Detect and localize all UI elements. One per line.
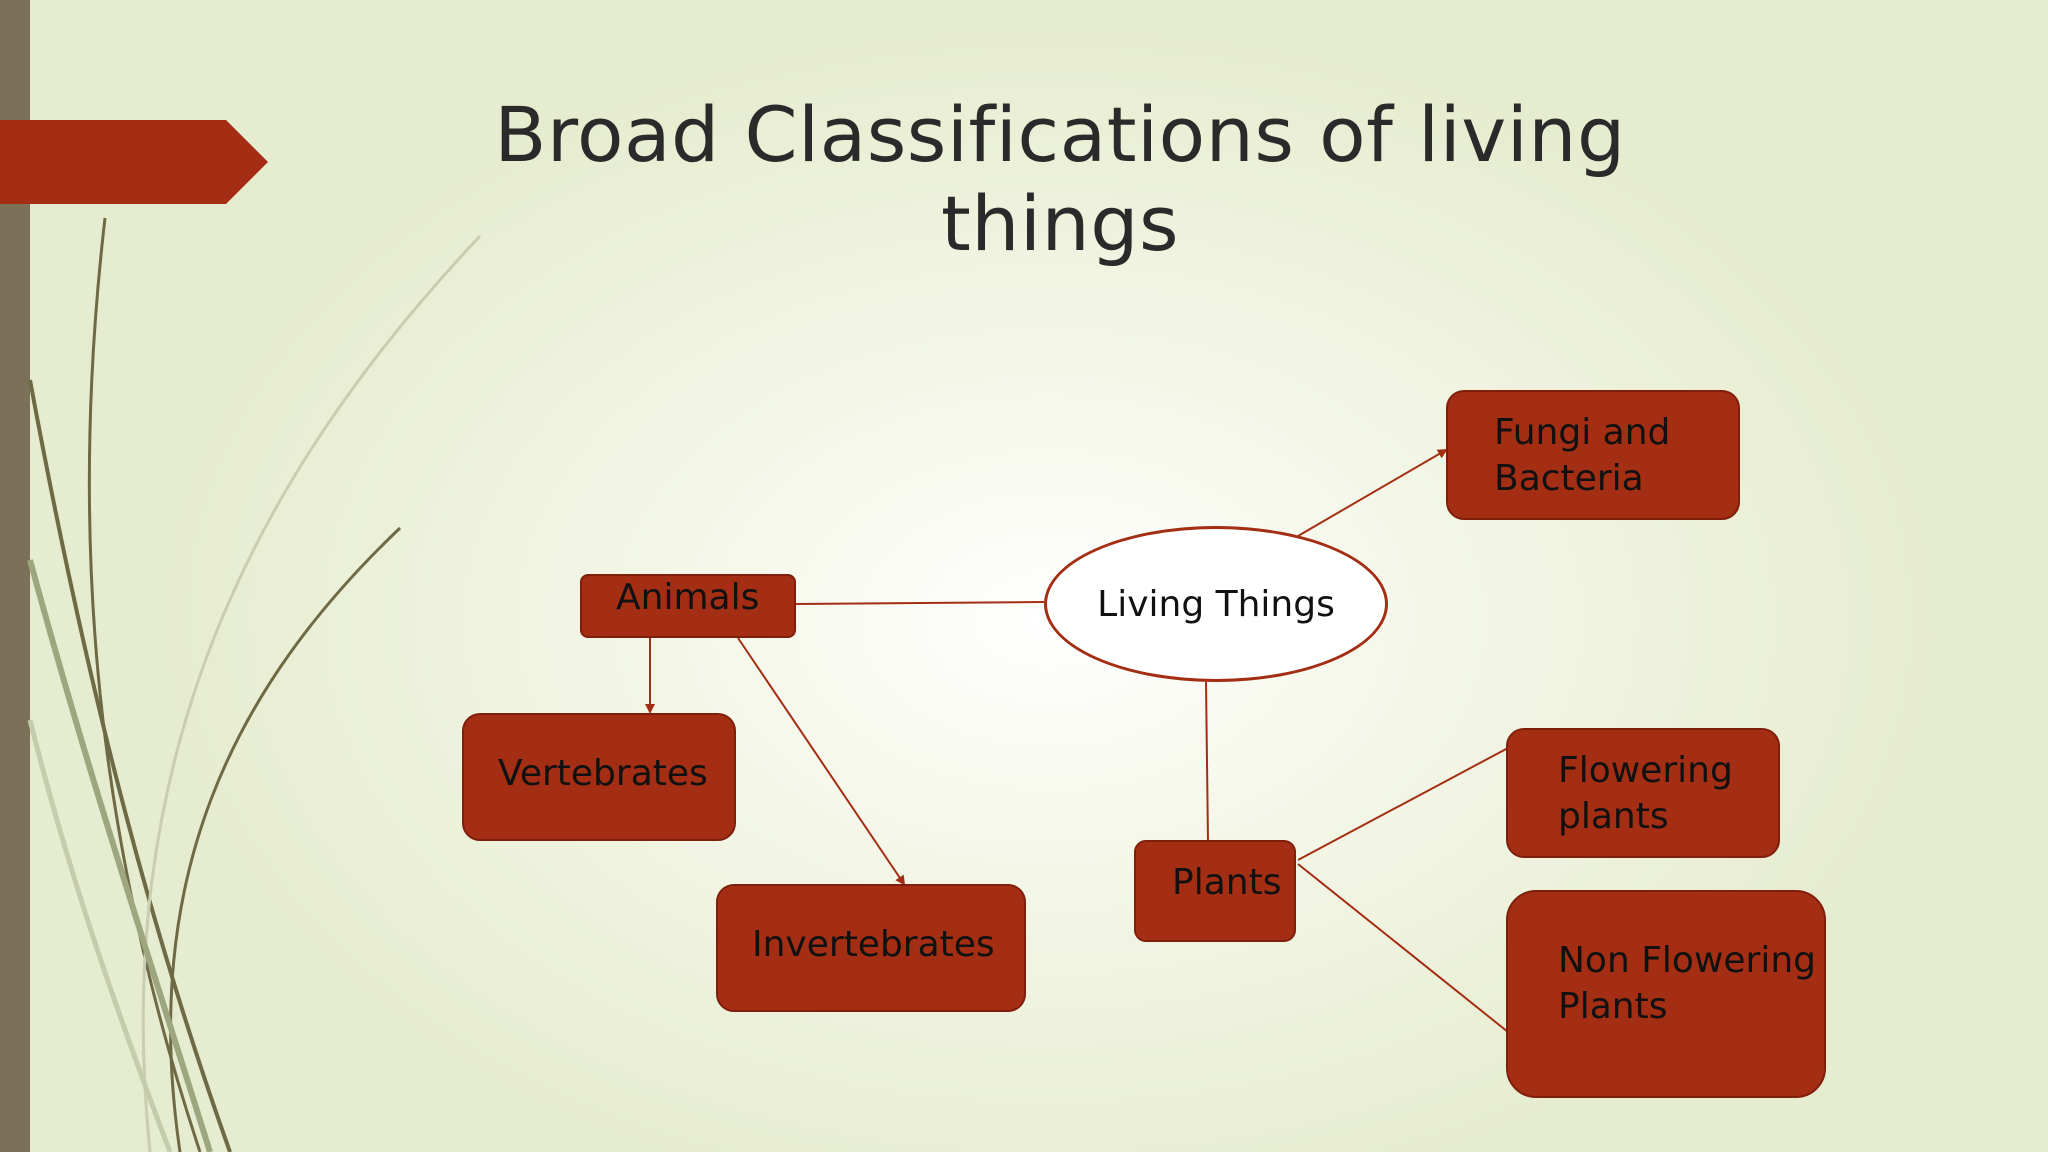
node-fungi-bacteria-label-line2: Bacteria bbox=[1494, 458, 1644, 499]
node-living-things-label: Living Things bbox=[1097, 583, 1335, 625]
connector-plants-flowering bbox=[1297, 747, 1509, 861]
node-flowering-plants-label-line1: Flowering bbox=[1558, 750, 1733, 791]
grass-blade bbox=[28, 379, 232, 1152]
node-plants-label: Plants bbox=[1172, 862, 1282, 903]
node-flowering-plants: Flowering plants bbox=[1506, 728, 1780, 858]
grass-blade bbox=[141, 234, 482, 1152]
node-plants: Plants bbox=[1134, 840, 1296, 942]
grass-blade bbox=[27, 719, 173, 1152]
connector-root-fungi bbox=[1297, 448, 1448, 537]
node-animals-label: Animals bbox=[616, 577, 760, 618]
grass-blade bbox=[169, 526, 402, 1152]
node-invertebrates-label: Invertebrates bbox=[752, 924, 995, 965]
node-flowering-plants-label-line2: plants bbox=[1558, 796, 1669, 837]
node-vertebrates: Vertebrates bbox=[462, 713, 736, 841]
node-non-flowering-plants: Non Flowering Plants bbox=[1506, 890, 1826, 1098]
title-banner-arrow bbox=[0, 120, 268, 204]
node-non-flowering-plants-label-line1: Non Flowering bbox=[1558, 940, 1817, 981]
connector-root-animals bbox=[795, 601, 1045, 605]
node-animals: Animals bbox=[580, 574, 796, 638]
slide-title: Broad Classifications of living things bbox=[494, 90, 1626, 268]
node-fungi-bacteria-label-line1: Fungi and bbox=[1494, 412, 1671, 453]
node-fungi-bacteria: Fungi and Bacteria bbox=[1446, 390, 1740, 520]
grass-blade bbox=[27, 559, 213, 1152]
node-living-things: Living Things bbox=[1044, 526, 1388, 682]
connector-plants-nonflowering bbox=[1297, 863, 1509, 1033]
grass-blade bbox=[87, 217, 202, 1152]
connector-animals-invertebrates bbox=[737, 637, 906, 886]
node-vertebrates-label: Vertebrates bbox=[498, 753, 708, 794]
node-invertebrates: Invertebrates bbox=[716, 884, 1026, 1012]
connector-root-plants bbox=[1205, 681, 1209, 843]
node-non-flowering-plants-label-line2: Plants bbox=[1558, 986, 1668, 1027]
